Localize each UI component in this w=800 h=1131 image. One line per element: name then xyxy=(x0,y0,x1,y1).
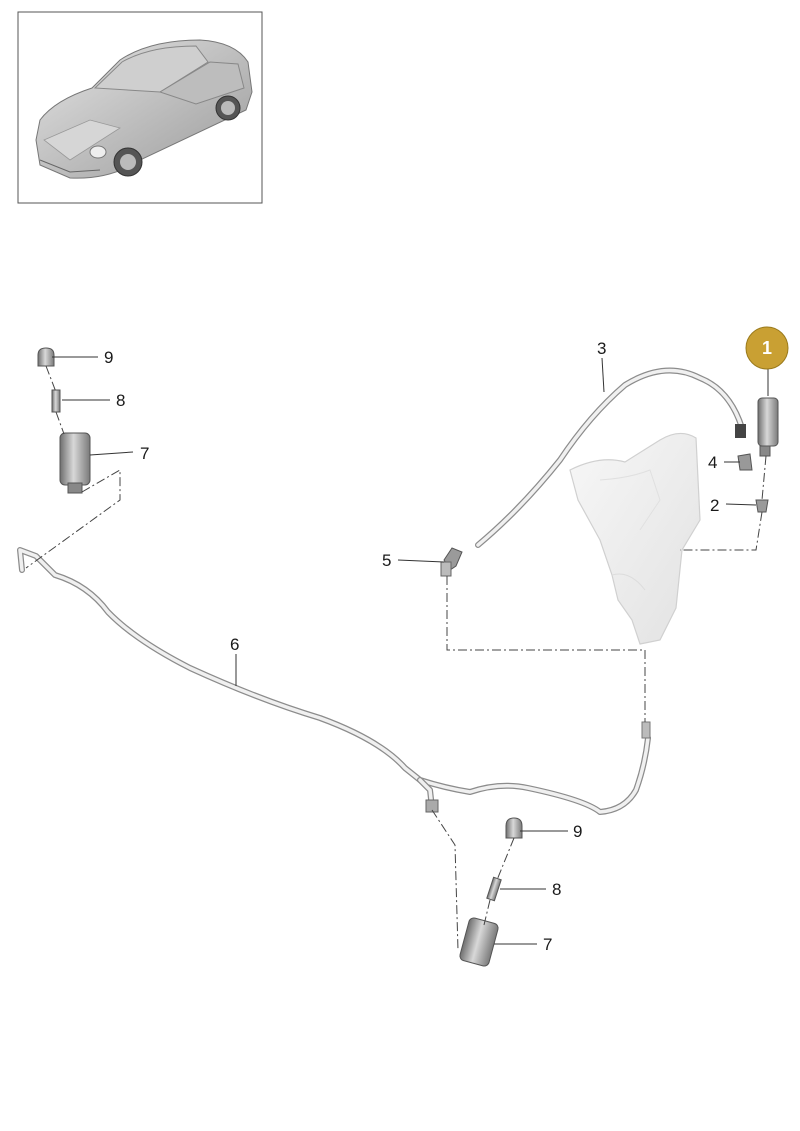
callout-5[interactable]: 5 xyxy=(382,551,391,570)
callout-8-right[interactable]: 8 xyxy=(552,880,561,899)
callout-1[interactable]: 1 xyxy=(745,326,789,370)
grommet-part-2 xyxy=(755,499,769,513)
callout-9-right[interactable]: 9 xyxy=(573,822,582,841)
nozzle-group-left xyxy=(37,347,91,494)
callout-9-left[interactable]: 9 xyxy=(104,348,113,367)
callout-1-highlight-circle xyxy=(745,326,789,370)
hose-3 xyxy=(475,367,746,548)
callout-1-label: 1 xyxy=(762,338,772,358)
callout-3[interactable]: 3 xyxy=(597,339,606,358)
assembly-lines xyxy=(25,365,767,951)
fitting-part-4 xyxy=(737,453,753,471)
callout-7-right[interactable]: 7 xyxy=(543,935,552,954)
callout-4[interactable]: 4 xyxy=(708,453,717,472)
car-thumbnail xyxy=(17,11,263,204)
callout-6[interactable]: 6 xyxy=(230,635,239,654)
leader-lines xyxy=(52,356,769,945)
hose-6 xyxy=(17,547,651,815)
callout-7-left[interactable]: 7 xyxy=(140,444,149,463)
washer-reservoir xyxy=(569,432,701,645)
connector-part-5 xyxy=(440,547,463,577)
callout-2[interactable]: 2 xyxy=(710,496,719,515)
washer-pump-part xyxy=(757,397,779,457)
callout-8-left[interactable]: 8 xyxy=(116,391,125,410)
car-thumbnail-icon xyxy=(35,39,253,179)
